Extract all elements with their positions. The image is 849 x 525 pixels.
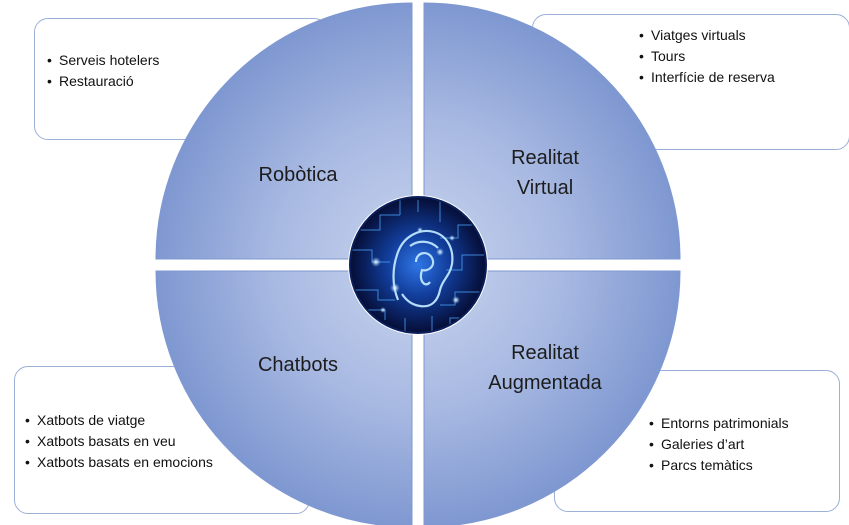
label-realitat-virtual-line1: Realitat bbox=[511, 147, 579, 169]
quadrant-realitat-virtual bbox=[423, 2, 681, 260]
list-item: Interfície de reserva bbox=[639, 67, 839, 88]
label-realitat-virtual-line2: Virtual bbox=[517, 177, 573, 199]
ai-brain-circuit-head-icon bbox=[348, 195, 488, 335]
list-item: Tours bbox=[639, 46, 839, 67]
bullet-list-realitat-virtual: Viatges virtuals Tours Interfície de res… bbox=[639, 25, 839, 88]
label-robotica: Robòtica bbox=[259, 164, 339, 186]
list-item: Serveis hotelers bbox=[47, 50, 317, 71]
list-item: Viatges virtuals bbox=[639, 25, 839, 46]
quadrant-robotica bbox=[155, 2, 413, 260]
bullet-list-realitat-augmentada: Entorns patrimonials Galeries d’art Parc… bbox=[649, 413, 829, 476]
quadrant-chatbots bbox=[155, 270, 413, 525]
list-item: Xatbots basats en veu bbox=[25, 431, 299, 452]
bullet-list-robotica: Serveis hotelers Restauració bbox=[47, 50, 317, 92]
quadrant-realitat-augmentada bbox=[423, 270, 681, 525]
list-item: Restauració bbox=[47, 71, 317, 92]
label-chatbots: Chatbots bbox=[258, 354, 338, 376]
list-item: Xatbots de viatge bbox=[25, 410, 299, 431]
list-item: Xatbots basats en emocions bbox=[25, 452, 299, 473]
list-item: Entorns patrimonials bbox=[649, 413, 829, 434]
label-realitat-augmentada-line1: Realitat bbox=[511, 342, 579, 364]
list-item: Parcs temàtics bbox=[649, 455, 829, 476]
list-item: Galeries d’art bbox=[649, 434, 829, 455]
label-realitat-augmentada-line2: Augmentada bbox=[488, 372, 602, 394]
bullet-list-chatbots: Xatbots de viatge Xatbots basats en veu … bbox=[25, 410, 299, 473]
